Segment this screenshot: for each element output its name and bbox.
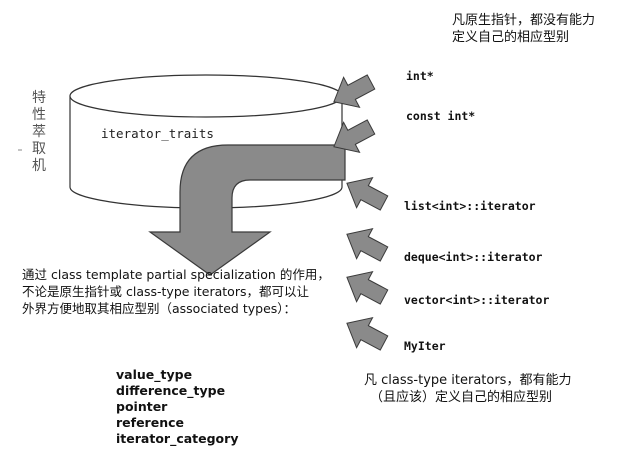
input-label-int-ptr: int*	[406, 69, 434, 83]
explanation-line-2: 不论是原生指针或 class-type iterators，都可以让	[22, 284, 309, 299]
vertical-char-2: 性	[32, 107, 46, 123]
associated-type-item: difference_type	[116, 383, 226, 398]
class-type-note-line-1: 凡 class-type iterators，都有能力	[364, 373, 572, 388]
associated-type-item: pointer	[116, 399, 168, 414]
raw-pointer-note-line-2: 定义自己的相应型别	[452, 30, 570, 45]
explanation-line-1: 通过 class template partial specialization…	[22, 267, 330, 282]
vertical-char-3: 萃	[32, 124, 46, 140]
input-arrow-int-ptr	[333, 74, 376, 109]
raw-pointer-note-line-1: 凡原生指针，都没有能力	[452, 13, 596, 28]
vertical-char-4: 取	[32, 141, 46, 157]
cylinder-top	[69, 74, 343, 118]
explanation-text: 通过 class template partial specialization…	[22, 266, 330, 317]
input-label-list-iterator: list<int>::iterator	[404, 199, 536, 213]
input-label-vector-iterator: vector<int>::iterator	[404, 293, 550, 307]
associated-type-item: reference	[116, 415, 184, 430]
explanation-line-3: 外界方便地取其相应型别（associated types）：	[22, 301, 297, 316]
output-arrow	[148, 144, 346, 276]
input-arrow-deque-iterator	[346, 227, 389, 262]
input-arrow-myiter	[346, 316, 389, 351]
associated-types-list: value_type difference_type pointer refer…	[116, 367, 238, 447]
traits-machine-label: 特 性 萃 取 机	[31, 90, 47, 175]
vertical-char-1: 特	[32, 90, 46, 106]
input-label-deque-iterator: deque<int>::iterator	[404, 250, 543, 264]
input-label-const-int-ptr: const int*	[406, 109, 476, 123]
associated-type-item: iterator_category	[116, 431, 239, 446]
input-arrow-vector-iterator	[346, 270, 389, 305]
class-type-note-line-2: （且应该）定义自己的相应型别	[370, 390, 553, 405]
input-arrow-list-iterator	[346, 176, 389, 211]
input-arrows	[333, 74, 389, 351]
input-label-myiter: MyIter	[404, 339, 446, 353]
input-arrow-const-int-ptr	[333, 119, 376, 154]
raw-pointer-note: 凡原生指针，都没有能力 定义自己的相应型别	[452, 12, 595, 46]
class-type-note: 凡 class-type iterators，都有能力 （且应该）定义自己的相应…	[364, 372, 571, 406]
vertical-char-5: 机	[32, 158, 46, 174]
iterator-traits-label: iterator_traits	[101, 126, 214, 141]
associated-type-item: value_type	[116, 367, 193, 382]
